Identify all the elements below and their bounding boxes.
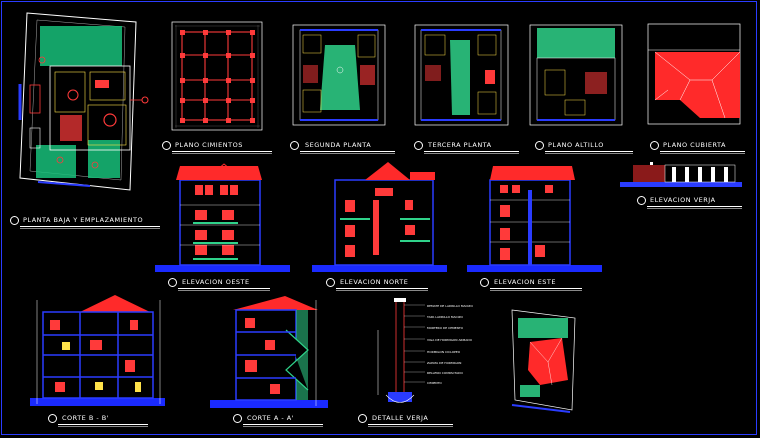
section-aa bbox=[210, 296, 328, 408]
title-underline bbox=[424, 153, 519, 154]
roof-plan bbox=[647, 23, 741, 125]
fence-detail bbox=[377, 298, 425, 403]
title-marker bbox=[637, 196, 646, 205]
title-corte-aa: CORTE A - A' bbox=[247, 414, 294, 422]
title-underline bbox=[172, 151, 272, 152]
detail-note: REMATE DE LADRILLO MACIZO bbox=[427, 304, 473, 308]
title-underline bbox=[178, 288, 270, 289]
fence-elevation bbox=[620, 162, 742, 187]
title-marker bbox=[233, 414, 242, 423]
title-underline bbox=[336, 290, 428, 291]
title-underline bbox=[545, 151, 633, 152]
title-detalle-verja: DETALLE VERJA bbox=[372, 414, 429, 422]
fence-detail-notes: REMATE DE LADRILLO MACIZO TAPA LADRILLO M… bbox=[426, 304, 473, 385]
title-underline bbox=[58, 424, 148, 425]
title-marker bbox=[290, 141, 299, 150]
title-altillo: PLANO ALTILLO bbox=[548, 141, 604, 149]
title-underline bbox=[20, 226, 160, 227]
title-underline bbox=[336, 288, 428, 289]
title-marker bbox=[358, 414, 367, 423]
detail-note: VIGA DE HORMIGON ARMADO bbox=[427, 338, 473, 342]
title-marker bbox=[414, 141, 423, 150]
detail-note: HORMIGON CICLOPEO bbox=[427, 350, 461, 354]
detail-note: CIMIENTO bbox=[427, 381, 442, 385]
detail-note: RELLENO COMPACTADO bbox=[427, 371, 463, 375]
title-cubierta: PLANO CUBIERTA bbox=[663, 141, 726, 149]
title-este: ELEVACION ESTE bbox=[494, 278, 557, 286]
title-underline bbox=[660, 153, 745, 154]
detail-note: ZAPATA DE HORMIGON bbox=[427, 361, 461, 365]
third-floor-plan bbox=[414, 24, 509, 126]
title-underline bbox=[172, 153, 272, 154]
title-underline bbox=[20, 228, 160, 229]
second-floor-plan bbox=[292, 24, 386, 126]
title-norte: ELEVACION NORTE bbox=[340, 278, 409, 286]
title-underline bbox=[647, 206, 742, 207]
title-marker bbox=[162, 141, 171, 150]
title-underline bbox=[243, 424, 323, 425]
title-tercera: TERCERA PLANTA bbox=[428, 141, 492, 149]
title-verja: ELEVACION VERJA bbox=[650, 196, 716, 204]
section-bb bbox=[30, 295, 165, 406]
title-oeste: ELEVACION OESTE bbox=[182, 278, 250, 286]
title-cimientos: PLANO CIMIENTOS bbox=[175, 141, 243, 149]
title-marker bbox=[480, 278, 489, 287]
title-marker bbox=[48, 414, 57, 423]
title-underline bbox=[368, 426, 453, 427]
title-underline bbox=[368, 424, 453, 425]
title-marker bbox=[326, 278, 335, 287]
title-underline bbox=[647, 208, 742, 209]
detail-note: MORTERO DE CEMENTO bbox=[427, 326, 464, 330]
site-plan bbox=[18, 12, 149, 191]
west-elevation bbox=[155, 163, 290, 272]
title-underline bbox=[424, 151, 519, 152]
site-roof-plan bbox=[511, 309, 576, 413]
north-elevation bbox=[312, 162, 447, 272]
east-elevation bbox=[467, 166, 602, 272]
title-marker bbox=[650, 141, 659, 150]
title-marker bbox=[168, 278, 177, 287]
title-underline bbox=[300, 153, 395, 154]
title-planta-baja: PLANTA BAJA Y EMPLAZAMIENTO bbox=[23, 216, 144, 224]
title-marker bbox=[535, 141, 544, 150]
title-marker bbox=[10, 216, 19, 225]
title-underline bbox=[490, 288, 582, 289]
detail-note: TAPA LADRILLO MACIZO bbox=[426, 315, 464, 319]
title-underline bbox=[58, 426, 148, 427]
title-underline bbox=[243, 426, 323, 427]
title-underline bbox=[660, 151, 745, 152]
title-segunda: SEGUNDA PLANTA bbox=[305, 141, 372, 149]
attic-plan bbox=[529, 24, 623, 126]
foundation-plan bbox=[171, 21, 263, 131]
title-underline bbox=[178, 290, 270, 291]
title-underline bbox=[300, 151, 395, 152]
title-corte-bb: CORTE B - B' bbox=[62, 414, 110, 422]
title-underline bbox=[545, 153, 633, 154]
title-underline bbox=[490, 290, 582, 291]
